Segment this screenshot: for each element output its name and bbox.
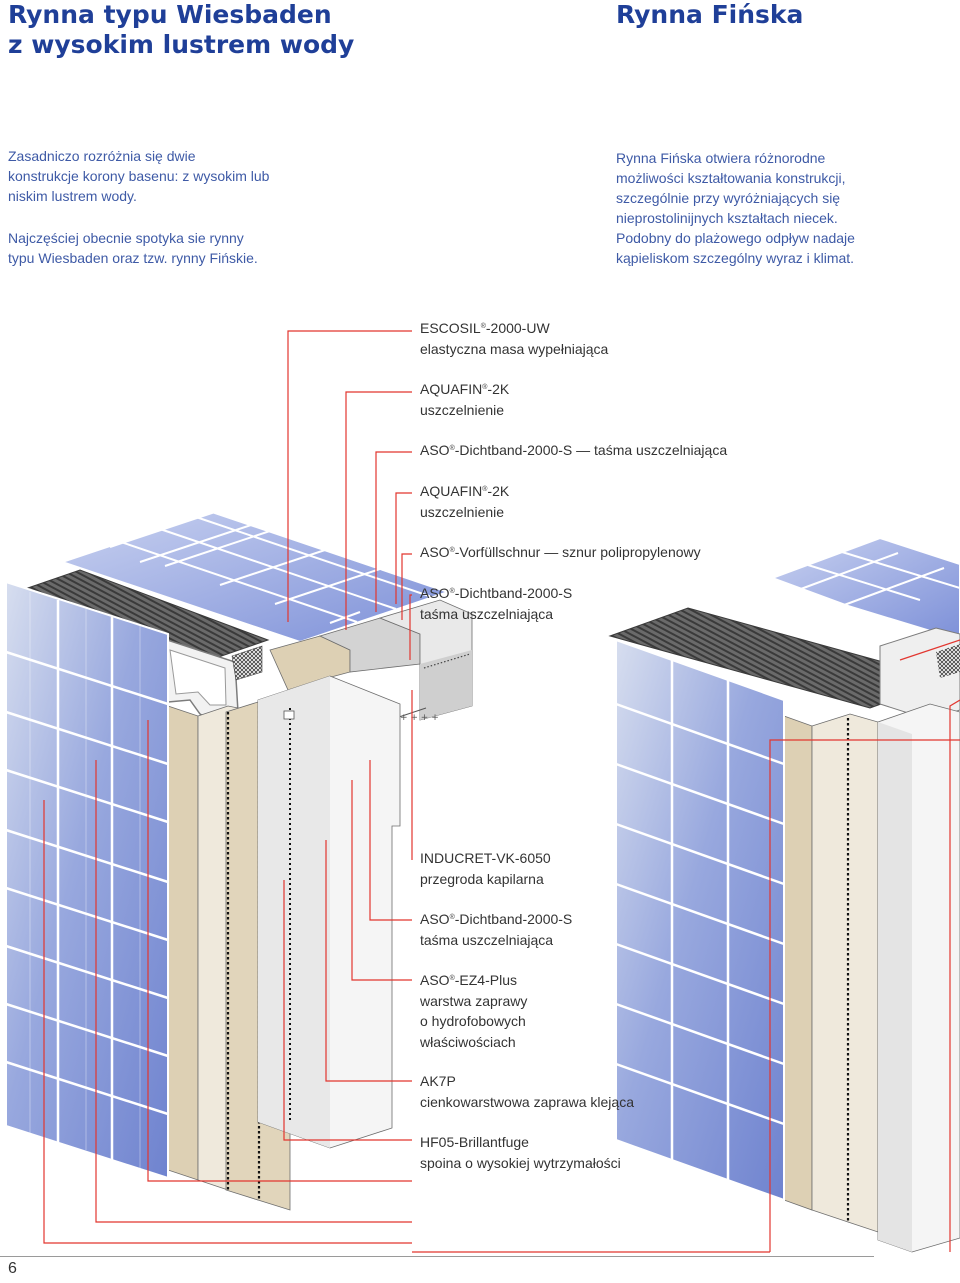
layer-label-name: ESCOSIL [420,320,481,336]
layer-label-name: ASO [420,972,450,988]
left-deck-tiles [58,496,452,644]
left-intro-paragraph-1: Zasadniczo rozróżnia się dwie konstrukcj… [8,148,270,204]
left-tile-wall [5,580,169,1180]
layer-label-suffix: -Dichtband-2000-S — taśma uszczelniająca [454,442,728,458]
registered-mark: ® [449,914,455,921]
registered-mark: ® [449,445,455,452]
layer-label: HF05-Brillantfuge spoina o wysokiej wytrz… [420,1132,621,1173]
layer-label-description: o hydrofobowych [420,1013,526,1029]
layer-label-name: INDUCRET-VK-6050 [420,850,551,866]
layer-label-suffix: -EZ4-Plus [454,972,517,988]
layer-label-name: ASO [420,585,450,601]
layer-label-product: AK7P [420,1071,634,1092]
layer-label-suffix: -2K [487,483,510,499]
layer-label-description: uszczelnienie [420,401,505,418]
layer-label-suffix: -2000-UW [485,320,550,336]
layer-label: ASO®-Vorfüllschnur — sznur polipropyleno… [420,542,701,563]
registered-mark: ® [482,384,488,391]
right-tile-wall [615,638,785,1202]
finnish-gutter-cutaway [608,536,960,1253]
layer-label-product: AQUAFIN®-2K [420,481,509,502]
layer-label-product: ASO®-Vorfüllschnur — sznur polipropyleno… [420,542,701,563]
registered-mark: ® [449,975,455,982]
layer-label-description: taśma uszczelniająca [420,605,554,622]
layer-label-name: AQUAFIN [420,381,483,397]
layer-label-name: ASO [420,911,450,927]
layer-label-name: AK7P [420,1073,456,1089]
layer-label-description: cienkowarstwowa zaprawa klejąca [420,1093,634,1110]
layer-label-suffix: -Dichtband-2000-S [454,911,573,927]
page-number: 6 [8,1260,17,1277]
layer-label-product: ASO®-Dichtband-2000-S [420,583,572,604]
layer-label-name: ASO [420,442,450,458]
layer-label-description: właściwościach [420,1033,516,1050]
leader-lines [43,330,960,1253]
layer-label-description: przegroda kapilarna [420,870,544,887]
left-intro-paragraph-2: Najczęściej obecnie spotyka sie rynny ty… [8,230,258,266]
layer-label-suffix: -Dichtband-2000-S [454,585,573,601]
wiesbaden-gutter-cutaway: + + + + [5,496,473,1211]
right-intro-paragraph: Rynna Fińska otwiera różnorodne możliwoś… [616,150,855,266]
layer-label: ASO®-Dichtband-2000-S — taśma uszczelnia… [420,440,727,461]
layer-label-description: spoina o wysokiej wytrzymałości [420,1154,621,1171]
layer-label-name: AQUAFIN [420,483,483,499]
left-intro: Zasadniczo rozróżnia się dwie konstrukcj… [8,146,270,268]
registered-mark: ® [449,588,455,595]
layer-label-product: INDUCRET-VK-6050 [420,848,551,869]
layer-label-product: ASO®-Dichtband-2000-S — taśma uszczelnia… [420,440,727,461]
right-title: Rynna Fińska [616,0,804,29]
layer-label-description: elastyczna masa wypełniająca [420,340,609,357]
layer-label-description: uszczelnienie [420,503,505,520]
registered-mark: ® [449,547,455,554]
left-title: Rynna typu Wiesbaden z wysokim lustrem w… [8,0,355,59]
layer-label: INDUCRET-VK-6050 przegroda kapilarna [420,848,551,889]
layer-label-product: ASO®-EZ4-Plus [420,970,527,991]
layer-label-description: taśma uszczelniająca [420,931,554,948]
layer-label-product: AQUAFIN®-2K [420,379,509,400]
footer-rule [0,1256,874,1257]
svg-text:+ + + +: + + + + [400,713,439,723]
layer-label-description: warstwa zaprawy [420,992,528,1009]
right-intro: Rynna Fińska otwiera różnorodne możliwoś… [616,148,890,268]
registered-mark: ® [480,323,486,330]
layer-label-product: ESCOSIL®-2000-UW [420,318,608,339]
layer-label-suffix: -2K [487,381,510,397]
registered-mark: ® [482,486,488,493]
layer-label: AK7P cienkowarstwowa zaprawa klejąca [420,1071,634,1112]
layer-label-product: ASO®-Dichtband-2000-S [420,909,572,930]
layer-label-name: ASO [420,544,450,560]
layer-label-name: HF05-Brillantfuge [420,1134,529,1150]
layer-label-product: HF05-Brillantfuge [420,1132,621,1153]
layer-label-suffix: -Vorfüllschnur — sznur polipropylenowy [454,544,701,560]
